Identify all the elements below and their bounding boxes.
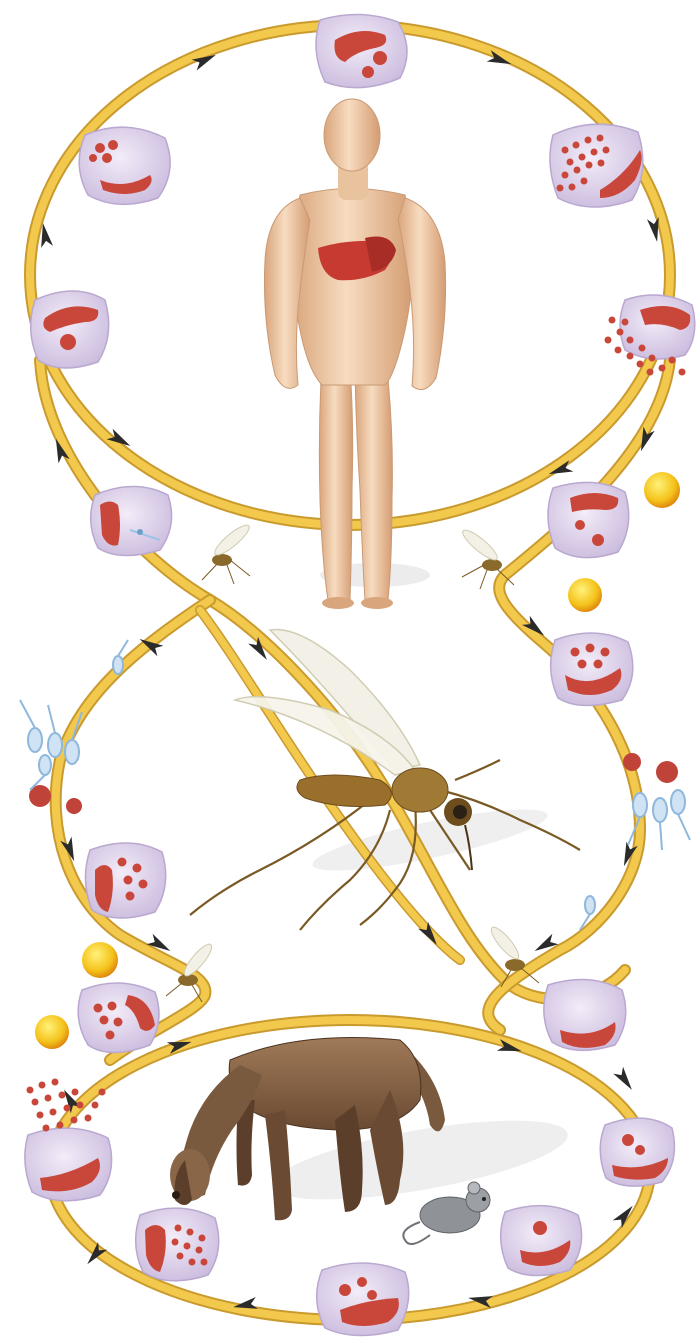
host-cell-icon — [550, 124, 643, 207]
free-parasite-icon — [66, 798, 82, 814]
host-cell-icon — [544, 980, 626, 1051]
direction-arrow-icon — [613, 1067, 637, 1094]
yellow-cell-icon — [82, 942, 118, 978]
host-cell-icon — [85, 843, 165, 918]
small-sandflies — [166, 521, 539, 1002]
host-cell-icon — [316, 14, 407, 87]
host-cell-icon — [600, 1118, 674, 1186]
host-cell-icon — [31, 291, 109, 368]
yellow-cell-icon — [568, 578, 602, 612]
host-cell-icon — [136, 1208, 219, 1281]
human-figure-icon — [264, 99, 445, 609]
host-cell-icon — [501, 1206, 582, 1276]
flagellate-icon — [20, 700, 82, 790]
host-cell-icon — [548, 482, 629, 557]
yellow-cells — [35, 472, 680, 1049]
free-parasite-icon — [656, 761, 678, 783]
host-cell-icon — [551, 633, 633, 706]
host-cell-icon — [91, 487, 172, 556]
free-parasite-icon — [623, 753, 641, 771]
mouse-icon — [403, 1182, 490, 1244]
host-cell-icon — [317, 1263, 409, 1336]
host-cell-icon — [79, 127, 170, 204]
yellow-cell-icon — [644, 472, 680, 508]
mosquito-icon — [202, 521, 253, 584]
host-cell-icon — [78, 983, 159, 1053]
yellow-cell-icon — [35, 1015, 69, 1049]
